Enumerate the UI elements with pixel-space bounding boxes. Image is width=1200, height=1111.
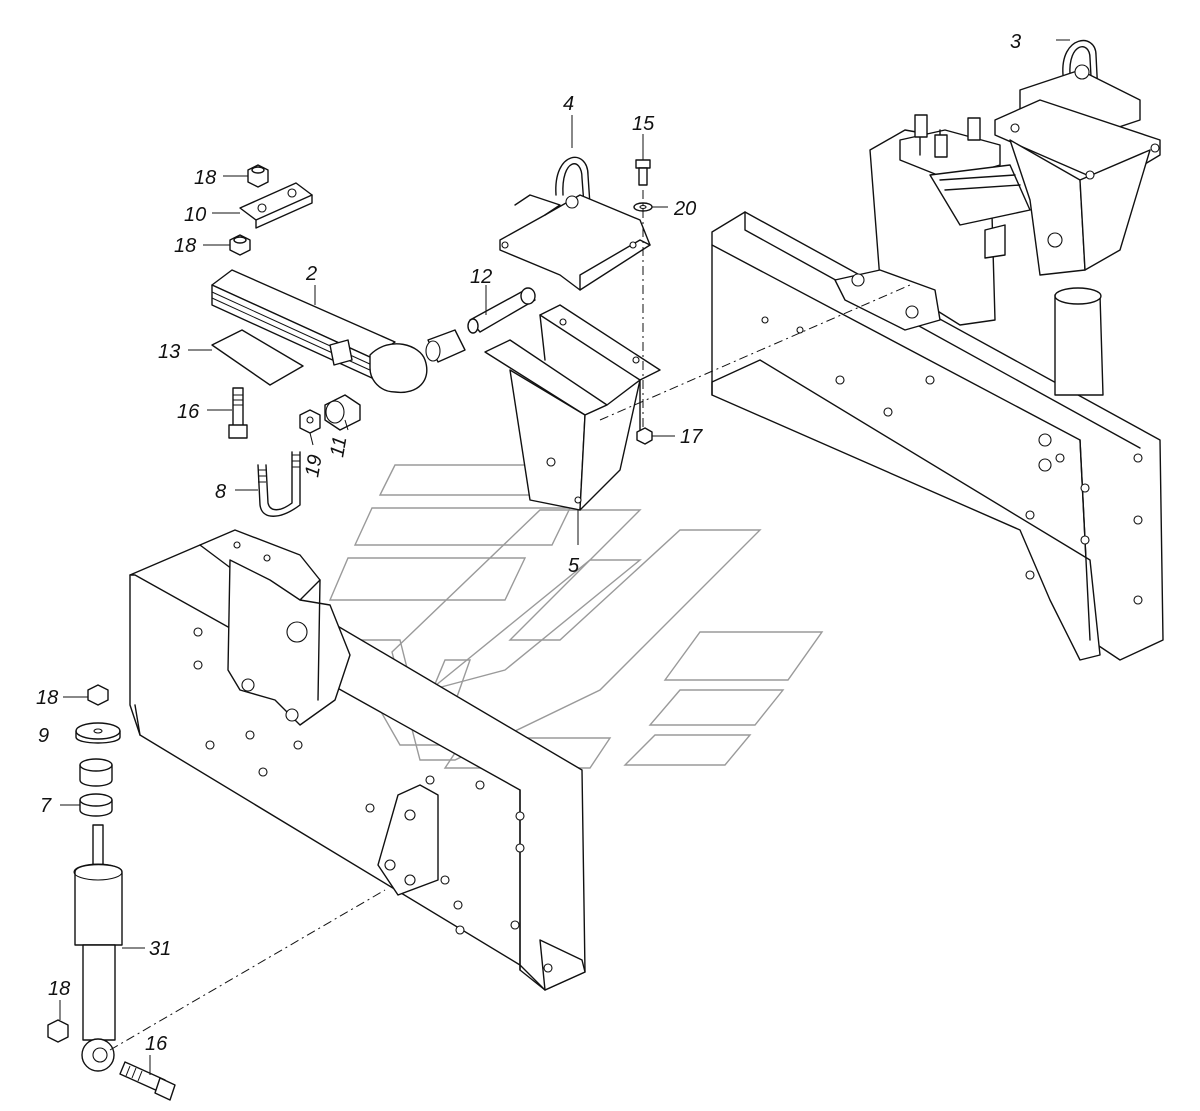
callout-12: 12 (470, 266, 492, 288)
assembly-lines (109, 190, 911, 1051)
bracket-5 (484, 304, 661, 511)
callout-5: 5 (568, 555, 580, 577)
bushing-11 (324, 394, 361, 431)
callout-15: 15 (632, 113, 655, 135)
callout-9: 9 (38, 725, 49, 747)
callout-16-upper: 16 (177, 401, 200, 423)
callout-2: 2 (305, 263, 317, 285)
bolt-16-upper (228, 387, 248, 439)
callout-18-shock-top: 18 (36, 687, 58, 709)
callout-19: 19 (301, 453, 327, 479)
strap-plate-10 (239, 182, 313, 229)
callout-10: 10 (184, 204, 206, 226)
bushing-7 (79, 793, 113, 817)
nut-19 (299, 409, 321, 434)
callout-18-shock-bottom: 18 (48, 978, 70, 1000)
nut-18-shock-top (87, 684, 109, 706)
callout-31: 31 (149, 938, 171, 960)
callout-labels: 2 3 4 5 7 8 9 10 11 12 13 15 16 16 17 18… (36, 31, 1021, 1055)
washer-9 (75, 722, 121, 744)
nut-18-mid (229, 234, 251, 256)
nut-17 (636, 427, 653, 445)
leaf-spring-2 (211, 269, 428, 394)
callout-4: 4 (563, 93, 574, 115)
lifting-eye-3 (994, 39, 1161, 396)
callout-18-top: 18 (194, 167, 216, 189)
bushing-upper (79, 758, 113, 787)
rear-spring-bracket (834, 114, 1031, 331)
bolt-16-lower (119, 1061, 176, 1101)
lifting-eye-4 (499, 156, 651, 291)
pin-12 (467, 287, 536, 334)
shock-absorber-31 (73, 824, 123, 1072)
callout-16-lower: 16 (145, 1033, 168, 1055)
bolt-15 (635, 159, 651, 186)
watermark-logo (328, 464, 824, 769)
shock-lower-bracket (377, 784, 439, 896)
callout-3: 3 (1010, 31, 1021, 53)
callout-13: 13 (158, 341, 180, 363)
callout-11: 11 (326, 435, 351, 459)
callout-8: 8 (215, 481, 226, 503)
plate-13 (211, 329, 304, 386)
front-spring-bracket (199, 529, 351, 726)
callout-20: 20 (673, 198, 696, 220)
callout-7: 7 (40, 795, 52, 817)
left-frame-rail (129, 544, 586, 991)
nut-18-shock-bottom (47, 1019, 69, 1043)
callout-18-mid: 18 (174, 235, 196, 257)
bushing-12 (425, 329, 466, 363)
leader-lines (59, 39, 1070, 1075)
callout-17: 17 (680, 426, 703, 448)
nut-18-top (247, 164, 269, 188)
u-bolt-8 (257, 451, 301, 517)
